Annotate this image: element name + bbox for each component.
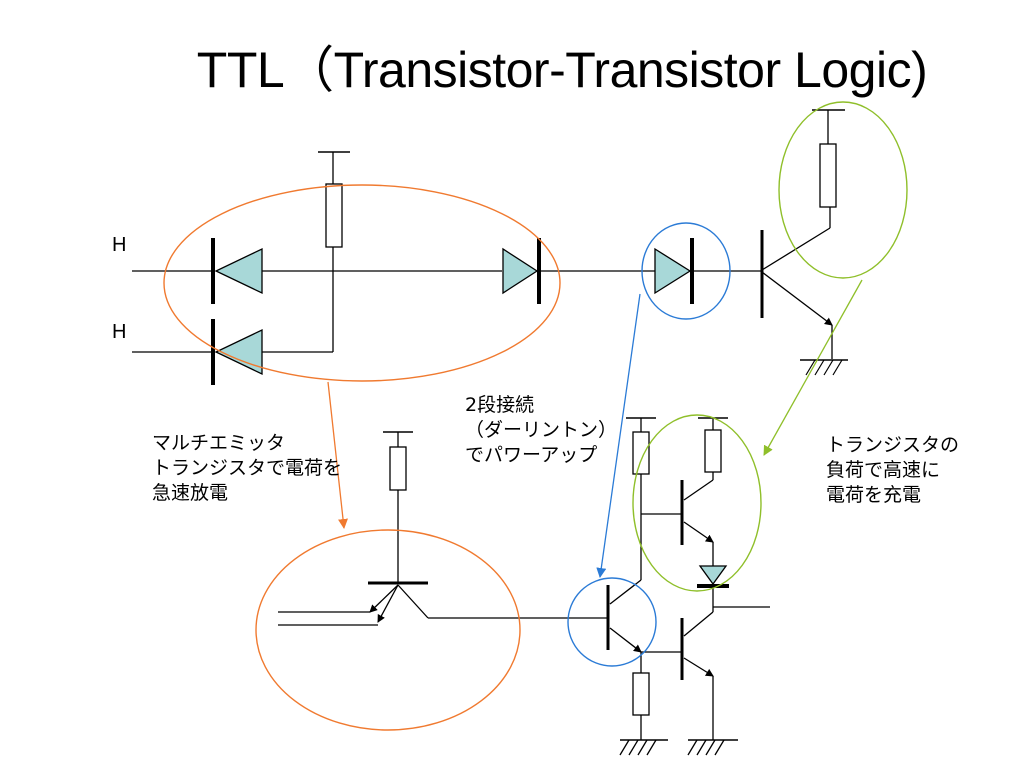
page-title: TTL（Transistor-Transistor Logic): [196, 42, 928, 98]
annotation-line: 電荷を充電: [826, 484, 922, 506]
resistor-collector: [632, 431, 650, 475]
highlight-diode-input: [163, 184, 561, 382]
highlight-coupling-diode: [641, 222, 731, 320]
annotation-line: 急速放電: [152, 482, 229, 504]
diode-mid: [502, 238, 541, 304]
input-label-a: H: [112, 234, 127, 256]
arrow-blue: [596, 293, 641, 578]
diode-input-a: [211, 238, 263, 304]
annotation-line: （ダーリントン）: [465, 419, 618, 441]
resistor-pullup-out: [704, 429, 722, 473]
resistor-multi: [389, 446, 407, 491]
annotation-line: トランジスタの: [826, 434, 960, 456]
highlight-resistor-load: [778, 101, 908, 279]
highlight-multi-emitter: [255, 529, 521, 731]
bottom-circuit: [278, 417, 770, 756]
top-circuit: [132, 151, 762, 353]
highlight-phase-splitter: [567, 577, 657, 667]
annotation-line: でパワーアップ: [465, 444, 598, 466]
diode-coupling: [654, 238, 694, 304]
annotation-transistor-load: トランジスタの 負荷で高速に 電荷を充電: [826, 433, 959, 508]
arrow-orange: [327, 381, 348, 529]
annotation-line: 2段接続: [465, 394, 535, 416]
resistor-1: [325, 183, 343, 248]
annotation-line: 負荷で高速に: [826, 459, 941, 481]
top-output-transistor: [760, 109, 848, 376]
diode-input-b: [211, 319, 263, 385]
input-label-b: H: [112, 321, 127, 343]
annotation-line: マルチエミッタ: [152, 432, 286, 454]
resistor-emitter: [632, 672, 650, 716]
arrow-green: [763, 279, 863, 456]
annotation-multi-emitter: マルチエミッタ トランジスタで電荷を 急速放電: [152, 431, 342, 506]
diode-output: [697, 565, 729, 588]
highlight-transistor-load: [632, 414, 762, 592]
annotation-darlington: 2段接続 （ダーリントン） でパワーアップ: [465, 393, 617, 468]
annotation-line: トランジスタで電荷を: [152, 457, 343, 479]
resistor-load-top: [819, 143, 837, 208]
